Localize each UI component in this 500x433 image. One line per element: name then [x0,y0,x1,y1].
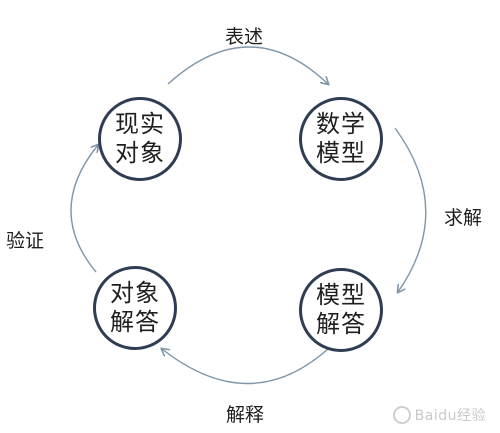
arrow-express [167,46,328,84]
paw-icon [392,406,411,424]
node-label-line: 解答 [316,310,366,338]
edge-label-solve: 求解 [444,207,483,229]
node-label-line: 数学 [316,110,366,138]
edge-label-express: 表述 [225,26,264,48]
node-object-solution: 对象 解答 [93,266,177,350]
arrow-solve [394,127,427,292]
watermark: Baidu经验 [392,405,486,425]
node-label-line: 模型 [316,139,366,167]
node-label-line: 现实 [115,110,165,138]
node-math-model: 数学 模型 [299,97,383,181]
node-label-line: 模型 [316,281,366,309]
arrow-verify [70,145,98,273]
arrow-interpret [162,349,329,385]
edge-label-interpret: 解释 [226,404,265,426]
node-label-line: 对象 [115,139,165,167]
node-label-line: 解答 [110,308,160,336]
node-real-object: 现实 对象 [98,97,182,181]
node-model-solution: 模型 解答 [299,268,383,352]
node-label-line: 对象 [110,279,160,307]
watermark-text: Baidu经验 [414,408,486,424]
edge-label-verify: 验证 [6,230,45,252]
